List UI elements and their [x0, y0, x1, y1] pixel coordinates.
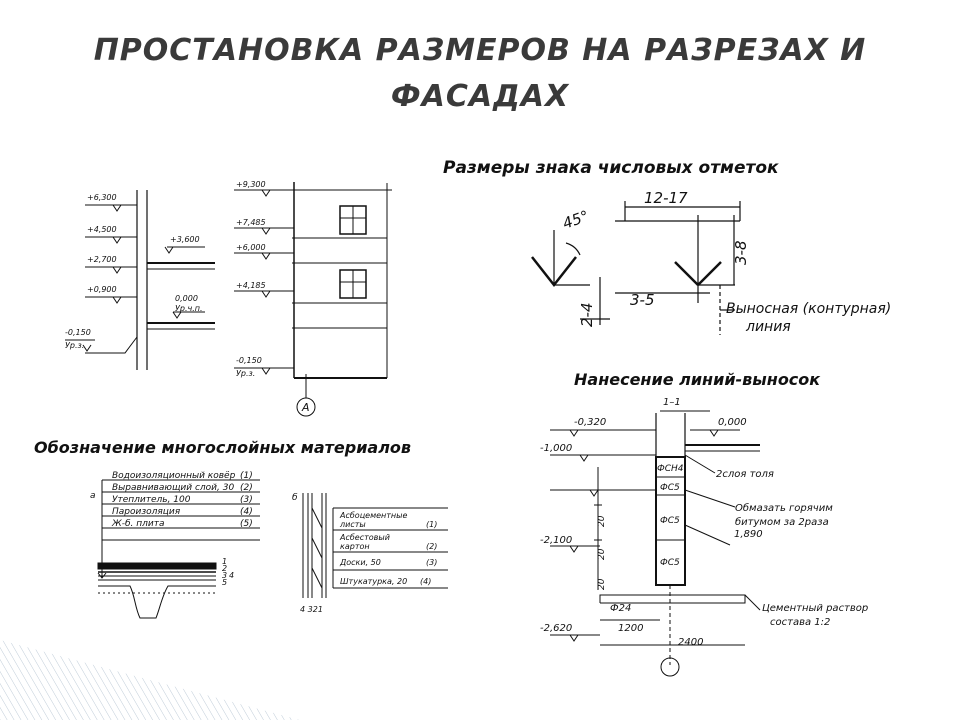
layer-a-1-num: (1): [240, 471, 253, 481]
lead-mark-0000: 0,000: [718, 417, 747, 428]
facade-mark-9300: +9,300: [236, 180, 266, 189]
mark-0900: +0,900: [87, 285, 117, 294]
layer-a-5-name: Ж-б. плита: [111, 519, 164, 529]
side-num-2: 2: [222, 564, 227, 573]
layer-b-4-name: Штукатурка, 20: [340, 577, 407, 586]
mark-minus-0150: -0,150: [65, 328, 91, 337]
side-num-5: 5: [222, 578, 227, 587]
elevation-sign-diagram: 45° 12-17 3-8 2-4 3-5 Выносная (контурна…: [531, 189, 891, 335]
layer-b-3-num: (3): [426, 558, 437, 567]
sign-bottom: 3-5: [630, 291, 655, 309]
width-2400: 2400: [678, 637, 703, 648]
lead-mark-2100: -2,100: [540, 535, 572, 546]
dim-20-3: 20: [597, 578, 607, 590]
mark-3600: +3,600: [170, 235, 200, 244]
facade-mark-6000: +6,000: [236, 243, 266, 252]
mark-6300: +6,300: [87, 193, 117, 202]
sign-note-2: линия: [745, 319, 791, 335]
sign-angle: 45°: [560, 207, 591, 233]
layer-b-1b-name: листы: [339, 520, 366, 529]
side-num-4: 4: [229, 571, 234, 580]
mark-4500: +4,500: [87, 225, 117, 234]
label-coat-2: битумом за 2раза: [735, 516, 829, 528]
page-title: ПРОСТАНОВКА РАЗМЕРОВ НА РАЗРЕЗАХ И ФАСАД…: [30, 28, 930, 120]
label-coat-1: Обмазать горячим: [735, 502, 833, 514]
layer-a-2-name: Выравнивающий слой, 30: [112, 483, 234, 493]
layer-b-2-num: (2): [426, 542, 437, 551]
mortar-label-2: состава 1:2: [770, 617, 830, 628]
block-fs5-1: ФС5: [660, 483, 680, 493]
materials-b-tag: б: [292, 493, 298, 503]
heading-leaders: Нанесение линий-выносок: [574, 370, 821, 389]
facade-mark-4185: +4,185: [236, 281, 266, 290]
mark-0000: 0,000: [175, 294, 198, 303]
dim-20-1: 20: [597, 515, 607, 527]
lead-mark-2620: -2,620: [540, 623, 572, 634]
facade-mark-minus-0150: -0,150: [236, 356, 262, 365]
sign-height: 3-8: [732, 241, 750, 266]
title-line-1: ПРОСТАНОВКА РАЗМЕРОВ НА РАЗРЕЗАХ И: [93, 33, 867, 68]
layer-a-3-name: Утеплитель, 100: [112, 495, 191, 505]
facade-ground-level: Ур.з.: [236, 369, 255, 378]
facade-axis-label: А: [301, 401, 310, 414]
heading-elevation-sign: Размеры знака числовых отметок: [443, 158, 779, 178]
layer-a-3-num: (3): [240, 495, 253, 505]
block-fs5-3: ФС5: [660, 558, 680, 568]
block-fs5-2: ФС5: [660, 516, 680, 526]
section-elevation-drawing: +6,300 +4,500 +3,600 +2,700 +0,900 0,000…: [65, 190, 215, 370]
layer-a-5-num: (5): [240, 519, 253, 529]
side-num-3: 3: [222, 571, 227, 580]
sign-note-1: Выносная (контурная): [726, 301, 891, 317]
facade-drawing: +9,300 +7,485 +6,000 +4,185 -0,150 Ур.з.…: [234, 180, 392, 417]
layer-a-4-name: Пароизоляция: [112, 507, 181, 517]
materials-roof-diagram: а Водоизоляционный ковёр (1) Выравнивающ…: [90, 471, 260, 619]
layer-b-1-name: Асбоцементные: [339, 511, 407, 520]
mark-2700: +2,700: [87, 255, 117, 264]
materials-wall-diagram: б Асбоцементные листы (1) Асбестовый кар…: [292, 493, 448, 614]
mortar-label-1: Цементный раствор: [762, 603, 868, 614]
sign-left-height: 2-4: [578, 303, 596, 328]
lead-mark-0320: -0,320: [574, 417, 606, 428]
block-fsn4: ФСН4: [657, 464, 684, 474]
heading-materials: Обозначение многослойных материалов: [34, 438, 412, 457]
side-num-1: 1: [222, 557, 227, 566]
layer-b-4-num: (4): [420, 577, 431, 586]
layer-a-4-num: (4): [240, 507, 253, 517]
materials-a-tag: а: [90, 491, 96, 501]
layer-a-2-num: (2): [240, 483, 253, 493]
corner-pattern: [0, 640, 300, 720]
footing-label: Ф24: [610, 603, 631, 614]
lead-mark-1890: 1,890: [734, 529, 763, 540]
dim-20-2: 20: [597, 548, 607, 560]
width-1200: 1200: [618, 623, 643, 634]
facade-mark-7485: +7,485: [236, 218, 266, 227]
lead-section-label: 1–1: [663, 397, 681, 408]
layer-a-1-name: Водоизоляционный ковёр: [112, 471, 236, 481]
label-roofing-felt: 2слоя толя: [716, 469, 774, 480]
layer-b-1-num: (1): [426, 520, 437, 529]
materials-b-bottom-nums: 4 321: [300, 605, 323, 614]
layer-b-3-name: Доски, 50: [339, 558, 381, 567]
layer-b-2-name: Асбестовый: [339, 533, 390, 542]
title-line-2: ФАСАДАХ: [390, 79, 570, 114]
foundation-leader-drawing: 1–1 -0,320 0,000 -1,000 -2,100 -2,620 1,…: [540, 397, 868, 677]
layer-b-2b-name: картон: [340, 542, 370, 551]
mark-ground-level: Ур.з.: [65, 341, 84, 350]
lead-mark-1000: -1,000: [540, 443, 572, 454]
sign-width: 12-17: [644, 189, 688, 207]
mark-floor-level: Ур.ч.п.: [175, 304, 203, 313]
